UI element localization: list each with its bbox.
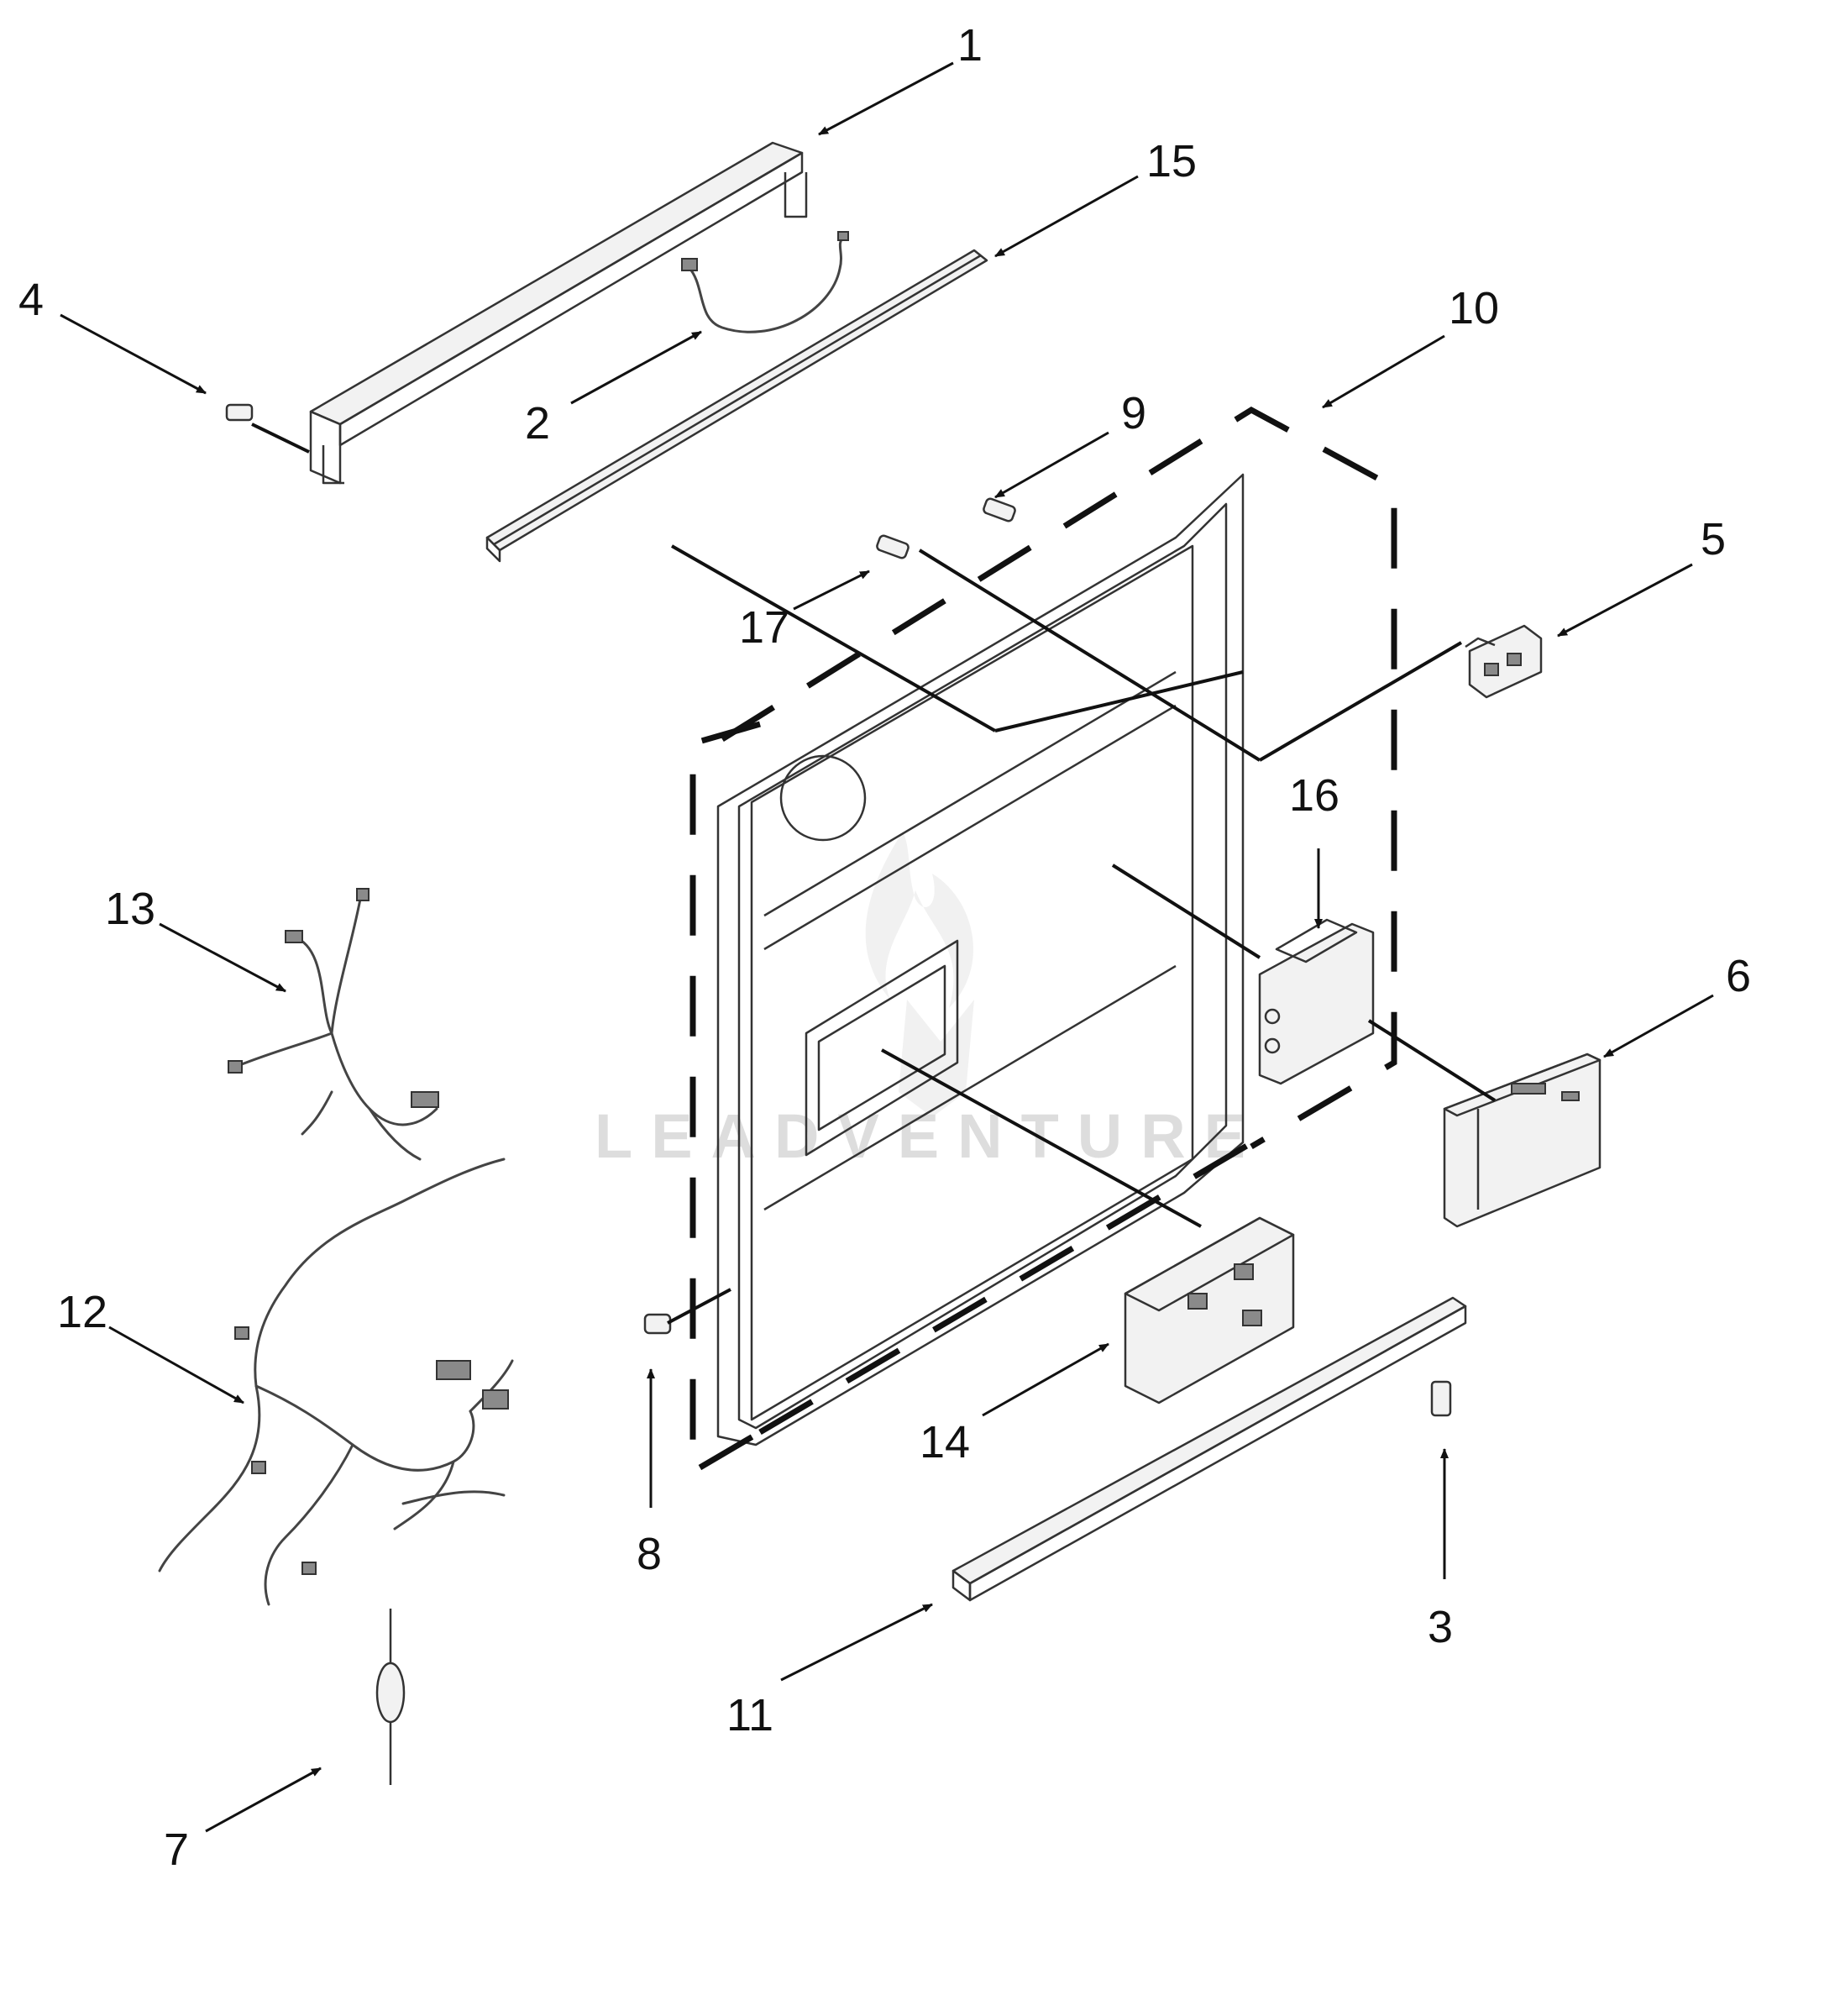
callout-17: 17 xyxy=(739,602,789,653)
callout-12: 12 xyxy=(57,1287,107,1337)
part-4-screw xyxy=(225,403,310,454)
part-8-screw xyxy=(643,1313,672,1335)
part-5-door-latch xyxy=(1465,624,1543,699)
callout-10: 10 xyxy=(1449,283,1499,333)
leader-lines xyxy=(667,544,1497,1325)
callout-4: 4 xyxy=(18,275,44,325)
callout-15: 15 xyxy=(1146,136,1197,186)
part-16-bracket xyxy=(1258,918,1375,1085)
callout-16: 16 xyxy=(1289,770,1339,821)
callout-2: 2 xyxy=(525,398,550,449)
part-9-screw xyxy=(983,497,1016,522)
callout-3: 3 xyxy=(1428,1602,1453,1652)
callout-11: 11 xyxy=(726,1690,773,1740)
callout-5: 5 xyxy=(1701,514,1726,564)
callout-labels: 1 2 3 4 5 6 7 8 9 10 11 12 13 14 15 16 1… xyxy=(18,20,1751,1875)
callout-1: 1 xyxy=(957,20,983,71)
part-1-console-panel xyxy=(309,141,808,485)
part-10-inner-door xyxy=(716,473,1245,1446)
part-10-dashed-outline xyxy=(689,406,1397,1478)
callout-8: 8 xyxy=(637,1529,662,1579)
callout-9: 9 xyxy=(1121,388,1146,438)
callout-13: 13 xyxy=(105,884,155,934)
part-12-main-harness xyxy=(158,1158,514,1606)
part-2-wire-harness xyxy=(681,231,849,333)
part-7-component xyxy=(375,1609,406,1785)
callout-7: 7 xyxy=(164,1824,189,1875)
callout-arrows xyxy=(60,61,1714,1833)
part-17-screw xyxy=(876,534,910,559)
part-13-wire-harness xyxy=(228,888,439,1161)
part-14-dispenser xyxy=(1124,1216,1295,1404)
part-3-screw xyxy=(1430,1380,1452,1417)
part-11-bottom-trim xyxy=(951,1296,1467,1602)
part-6-control-module xyxy=(1443,1053,1601,1228)
callout-14: 14 xyxy=(920,1417,970,1467)
callout-6: 6 xyxy=(1726,951,1751,1001)
part-15-strip xyxy=(485,249,988,563)
watermark-text: LEADVENTURE xyxy=(595,1101,1264,1171)
